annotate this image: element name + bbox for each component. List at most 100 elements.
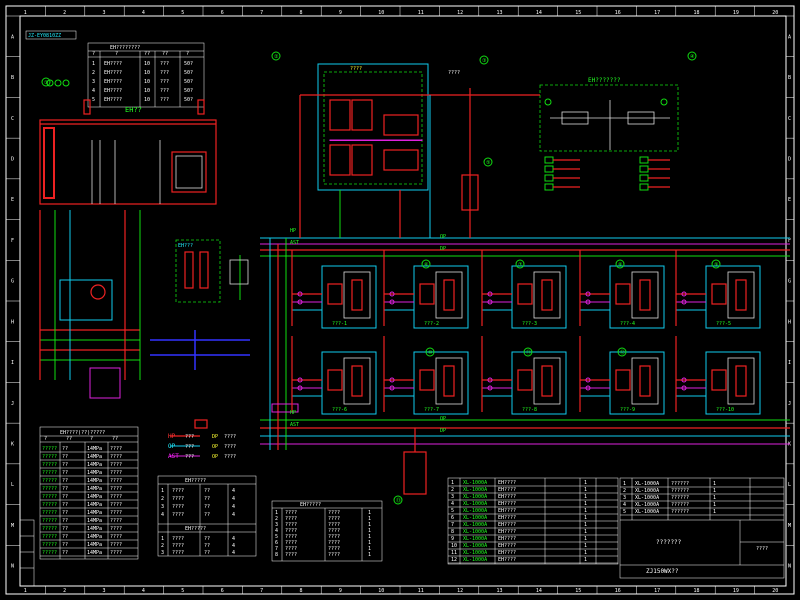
callout-number: ⑨	[714, 262, 719, 268]
bom-cell: 7	[451, 522, 454, 528]
grid-col-label: 17	[654, 10, 660, 16]
mid-table-cell: ????	[172, 512, 184, 518]
right-table-cell: ????	[285, 510, 297, 516]
grid-col-label: 8	[300, 10, 303, 16]
bom-cell: 9	[451, 536, 454, 542]
bl-table-cell: ?????	[42, 462, 57, 468]
right-table-cell: 1	[275, 510, 278, 516]
title-block-cell: 1	[713, 481, 716, 487]
title-block-cell: ??????	[671, 488, 689, 494]
bl-table-cell: ?????	[42, 550, 57, 556]
mid-table-cell: 4	[232, 536, 235, 542]
bl-table-cell: 14MPa	[87, 542, 102, 548]
bl-table-cell: ????	[110, 542, 122, 548]
actuator-label: ???-9	[620, 407, 635, 413]
bl-table-cell: 14MPa	[87, 446, 102, 452]
grid-col-label: 9	[339, 588, 342, 594]
callout-number: ⑬	[396, 497, 401, 504]
mid-table-cell: 2	[161, 543, 164, 549]
title-block-cell: XL-1000A	[635, 495, 659, 501]
grid-col-label: 8	[300, 588, 303, 594]
bom-cell: EH????	[498, 515, 516, 521]
top-table-cell: 3	[92, 79, 95, 85]
callout-number: ⑥	[424, 262, 429, 268]
bl-table-cell: ??	[62, 486, 68, 492]
mid-table-cell: 4	[232, 496, 235, 502]
bl-table-cell: 14MPa	[87, 486, 102, 492]
grid-col-label: 7	[260, 10, 263, 16]
right-table-cell: ????	[328, 516, 340, 522]
grid-col-label: 10	[378, 588, 384, 594]
right-table-cell: 6	[275, 540, 278, 546]
bom-cell: 1	[584, 522, 587, 528]
left-revision-strip	[19, 519, 35, 587]
grid-col-label: 1	[24, 10, 27, 16]
grid-col-label: 5	[181, 588, 184, 594]
right-table-cell: ????	[285, 516, 297, 522]
title-block-cell: 1	[713, 502, 716, 508]
bl-table-cell: ??	[62, 454, 68, 460]
grid-row-label: J	[11, 401, 14, 407]
bom-cell: 10	[451, 543, 457, 549]
mid-table-cell: ??	[204, 550, 210, 556]
main-oil-tank: EH??	[39, 79, 217, 205]
grid-col-label: 20	[772, 10, 778, 16]
grid-col-label: 11	[418, 588, 424, 594]
legend-text-2: ????	[224, 444, 236, 450]
accumulator-label: EH???????	[588, 77, 621, 84]
mid-table-cell: ??	[204, 488, 210, 494]
grid-row-label: K	[11, 442, 14, 448]
title-block-code: ZJ150WX??	[646, 568, 679, 575]
mid-table-cell: 1	[161, 488, 164, 494]
callout-number: ⑪	[526, 349, 531, 356]
title-block-cell: 4	[623, 502, 626, 508]
title-block-cell: ??????	[671, 495, 689, 501]
top-table-cell: 50?	[184, 61, 193, 67]
bom-cell: 1	[584, 494, 587, 500]
grid-col-label: 19	[733, 10, 739, 16]
legend-text-2: ????	[224, 434, 236, 440]
grid-row-label: E	[788, 197, 791, 203]
bom-cell: 11	[451, 550, 457, 556]
bl-table-cell: ?????	[42, 542, 57, 548]
mid-table-cell: ????	[172, 488, 184, 494]
bl-table-cell: 14MPa	[87, 454, 102, 460]
title-block-name: ???????	[656, 539, 682, 546]
right-table-cell: 1	[368, 516, 371, 522]
top-manifold-block: ????	[317, 63, 429, 191]
right-table-cell: ????	[285, 552, 297, 558]
actuator-label: ???-1	[332, 321, 347, 327]
top-table-cell: 2	[92, 70, 95, 76]
legend-text: ???	[185, 434, 194, 440]
top-table-cell: 50?	[184, 70, 193, 76]
mid-table-cell: 3	[161, 504, 164, 510]
callout-number: ⑩	[428, 350, 433, 356]
right-table-cell: ????	[285, 534, 297, 540]
bom-cell: XL-1000A	[463, 557, 487, 563]
bl-table-cell: 14MPa	[87, 550, 102, 556]
bom-cell: EH????	[498, 536, 516, 542]
top-table-cell: ???	[160, 70, 169, 76]
pipe-label-mid: ????	[448, 70, 460, 76]
bom-cell: EH????	[498, 501, 516, 507]
bom-cell: XL-1000A	[463, 487, 487, 493]
bl-table-cell: ????	[110, 502, 122, 508]
right-table-cell: 1	[368, 522, 371, 528]
mid-table-cell: ??	[204, 504, 210, 510]
bom-cell: 1	[584, 515, 587, 521]
grid-row-label: N	[788, 564, 791, 570]
grid-row-label: D	[11, 157, 14, 163]
bom-cell: 1	[584, 550, 587, 556]
right-table-cell: ????	[328, 534, 340, 540]
servo-actuator: ???-2	[383, 250, 469, 329]
servo-actuator: ???-9	[579, 336, 665, 415]
grid-col-label: 14	[536, 10, 542, 16]
title-block-cell: ??????	[671, 481, 689, 487]
grid-col-label: 6	[221, 10, 224, 16]
bl-table-cell: ??	[62, 478, 68, 484]
top-table-cell: 1	[92, 61, 95, 67]
top-table-header-cell: ?	[115, 51, 118, 57]
grid-row-label: I	[11, 360, 14, 366]
